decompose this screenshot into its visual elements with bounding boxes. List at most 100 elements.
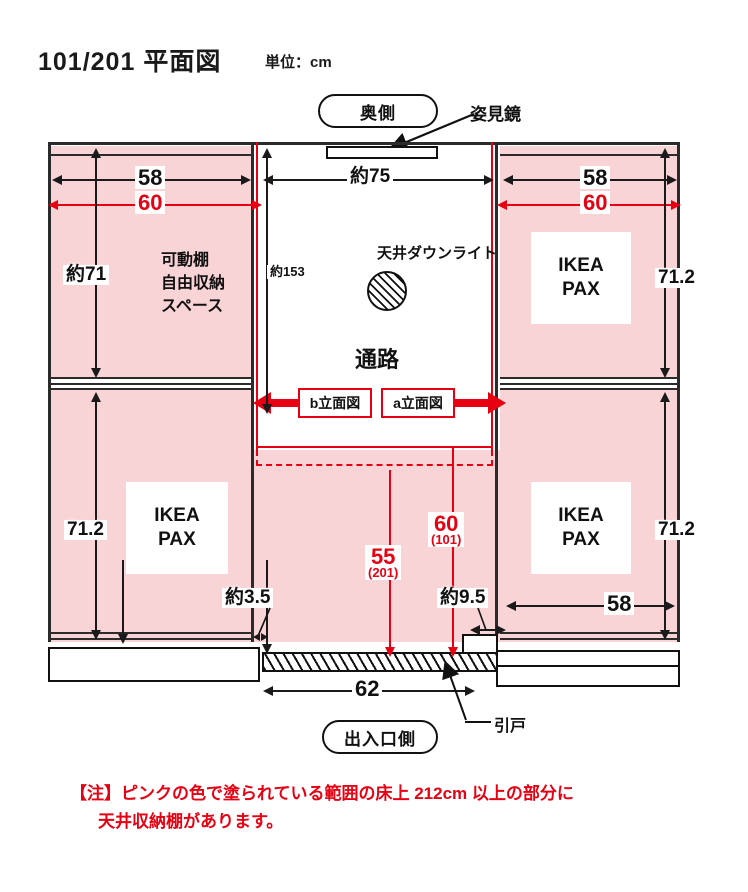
footer-note-line2: 天井収納棚があります。: [98, 812, 284, 832]
dim-62-text: 62: [352, 677, 383, 700]
pax-label-line1: IKEA: [558, 505, 604, 527]
dim-55-arrow: [385, 647, 395, 657]
dim-60-center-value: 60: [433, 511, 459, 536]
corridor-red-bottom: [256, 446, 493, 449]
dim-55-text: 55 (201): [365, 544, 402, 580]
dim-3-5-drop-line: [122, 560, 124, 640]
dim-75-text: 約75: [347, 167, 394, 187]
dim-60-center-text: 60 (101): [428, 511, 465, 548]
pax-label-line2: PAX: [158, 529, 196, 550]
sliding-door-leader-arrow: [442, 660, 467, 721]
dim-71-text: 約71: [63, 265, 110, 285]
left-storage-label-line3: スペース: [161, 298, 224, 316]
dim-71-2-left-arrow-bottom: [91, 630, 101, 640]
ceiling-storage-dashed-outline: [256, 450, 493, 466]
dim-153-line: [266, 152, 268, 410]
elevation-a-marker: a立面図: [381, 388, 455, 418]
mirror-object: [326, 146, 438, 159]
red-line-corridor-left: [256, 142, 259, 450]
dim-71-2-left-line: [95, 396, 97, 636]
mirror-label: 姿見鏡: [470, 105, 521, 124]
dim-71-2-right-lower-line: [664, 396, 666, 636]
ceiling-downlight-label: 天井ダウンライト: [376, 245, 497, 262]
dim-3-5-text: 約3.5: [222, 588, 274, 608]
dim-58-bottom-text: 58: [604, 592, 635, 615]
wall-divider-left-c: [48, 388, 254, 390]
dim-75-arrow-end: [484, 175, 494, 185]
pax-box-left-lower: IKEA PAX: [126, 482, 228, 574]
door-rail-right-step: [462, 634, 498, 652]
door-rail-right-lower: [496, 665, 680, 687]
footer-note-line1: 【注】ピンクの色で塗られている範囲の床上 212cm 以上の部分に: [70, 784, 574, 803]
dim-55-value: 55: [370, 544, 396, 569]
label-pill-entrance-side: 出入口側: [322, 720, 438, 754]
wall-corridor-left: [251, 142, 254, 642]
dim-9-5-text: 約9.5: [437, 588, 489, 608]
dim-60-center-line: [452, 448, 454, 653]
red-line-corridor-right: [491, 142, 494, 450]
wall-top-inner: [48, 154, 254, 156]
pax-label-line1: IKEA: [558, 255, 604, 277]
unit-label: 単位：cm: [265, 54, 332, 71]
pax-label-line2: PAX: [562, 529, 600, 550]
dim-3-5-drop-arrow: [118, 634, 128, 644]
elev-a-arrow-shaft: [454, 399, 490, 407]
wall-bottom-right-a: [500, 632, 680, 634]
dim-58-right-arrow-end: [667, 175, 677, 185]
elev-b-arrow-shaft: [264, 399, 300, 407]
dim-9-5-arrow-right: [496, 625, 506, 635]
dim-3-5-leader: [257, 607, 271, 637]
dim-60-left-arrow-end: [252, 200, 262, 210]
wall-divider-right-a: [500, 377, 680, 379]
elev-a-arrow-head: [488, 392, 506, 414]
dim-58-right-arrow-start: [503, 175, 513, 185]
left-storage-label-line1: 可動棚: [161, 252, 210, 269]
dim-71-2-right-upper-arrow-bottom: [660, 368, 670, 378]
dim-71-arrow-bottom: [91, 368, 101, 378]
dim-71-2-left-arrow-top: [91, 392, 101, 402]
dim-60-right-arrow-end: [671, 200, 681, 210]
floor-plan-drawing: 天井ダウンライト 通路 可動棚 自由収納 スペース IKEA PAX IKEA …: [48, 142, 680, 687]
dim-71-2-right-upper-line: [664, 152, 666, 374]
dim-153-arrow-bottom: [262, 404, 272, 414]
corridor-label: 通路: [354, 347, 399, 372]
dim-58-left-arrow-start: [52, 175, 62, 185]
elevation-b-marker: b立面図: [298, 388, 372, 418]
door-rail-left: [48, 647, 260, 682]
dim-60-right-arrow-start: [497, 200, 507, 210]
left-storage-label-line2: 自由収納: [161, 275, 226, 293]
dim-3-5-arrow-right: [261, 633, 268, 641]
dim-62-arrow-end: [465, 686, 475, 696]
dim-58-left-arrow-end: [241, 175, 251, 185]
footer-note: 【注】ピンクの色で塗られている範囲の床上 212cm 以上の部分に 天井収納棚が…: [70, 780, 690, 836]
dim-58-right-text: 58: [580, 166, 611, 189]
dim-153-text: 約153: [267, 265, 308, 279]
dim-58-bottom-arrow-start: [506, 601, 516, 611]
wall-top-inner-right: [500, 154, 680, 156]
dim-71-arrow-top: [91, 148, 101, 158]
dim-corridor-left-drop-arrow: [262, 644, 272, 654]
dim-60-left-arrow-start: [48, 200, 58, 210]
pax-label-line2: PAX: [562, 279, 600, 300]
door-rail-right: [496, 650, 680, 665]
dim-71-line: [95, 152, 97, 374]
pax-box-right-lower: IKEA PAX: [531, 482, 631, 574]
wall-right-outer: [677, 142, 680, 642]
dim-71-2-left-text: 71.2: [64, 520, 107, 540]
wall-bottom-left-b: [48, 638, 254, 640]
ceiling-downlight-icon: [367, 271, 407, 311]
dim-60-center-sub: (101): [431, 532, 462, 548]
wall-bottom-left-a: [48, 632, 254, 634]
dim-58-bottom-arrow-end: [665, 601, 675, 611]
wall-divider-left-a: [48, 377, 254, 379]
dim-60-center-arrow: [448, 647, 458, 657]
pax-box-right-upper: IKEA PAX: [531, 232, 631, 324]
dim-9-5-arrow-left: [470, 625, 480, 635]
dim-75-arrow-start: [263, 175, 273, 185]
wall-top-outer: [48, 142, 680, 145]
dim-71-2-right-lower-text: 71.2: [655, 520, 698, 540]
dim-58-bottom-line: [511, 605, 671, 607]
page-title: 101/201 平面図: [38, 48, 222, 76]
dim-71-2-right-lower-arrow-bottom: [660, 630, 670, 640]
